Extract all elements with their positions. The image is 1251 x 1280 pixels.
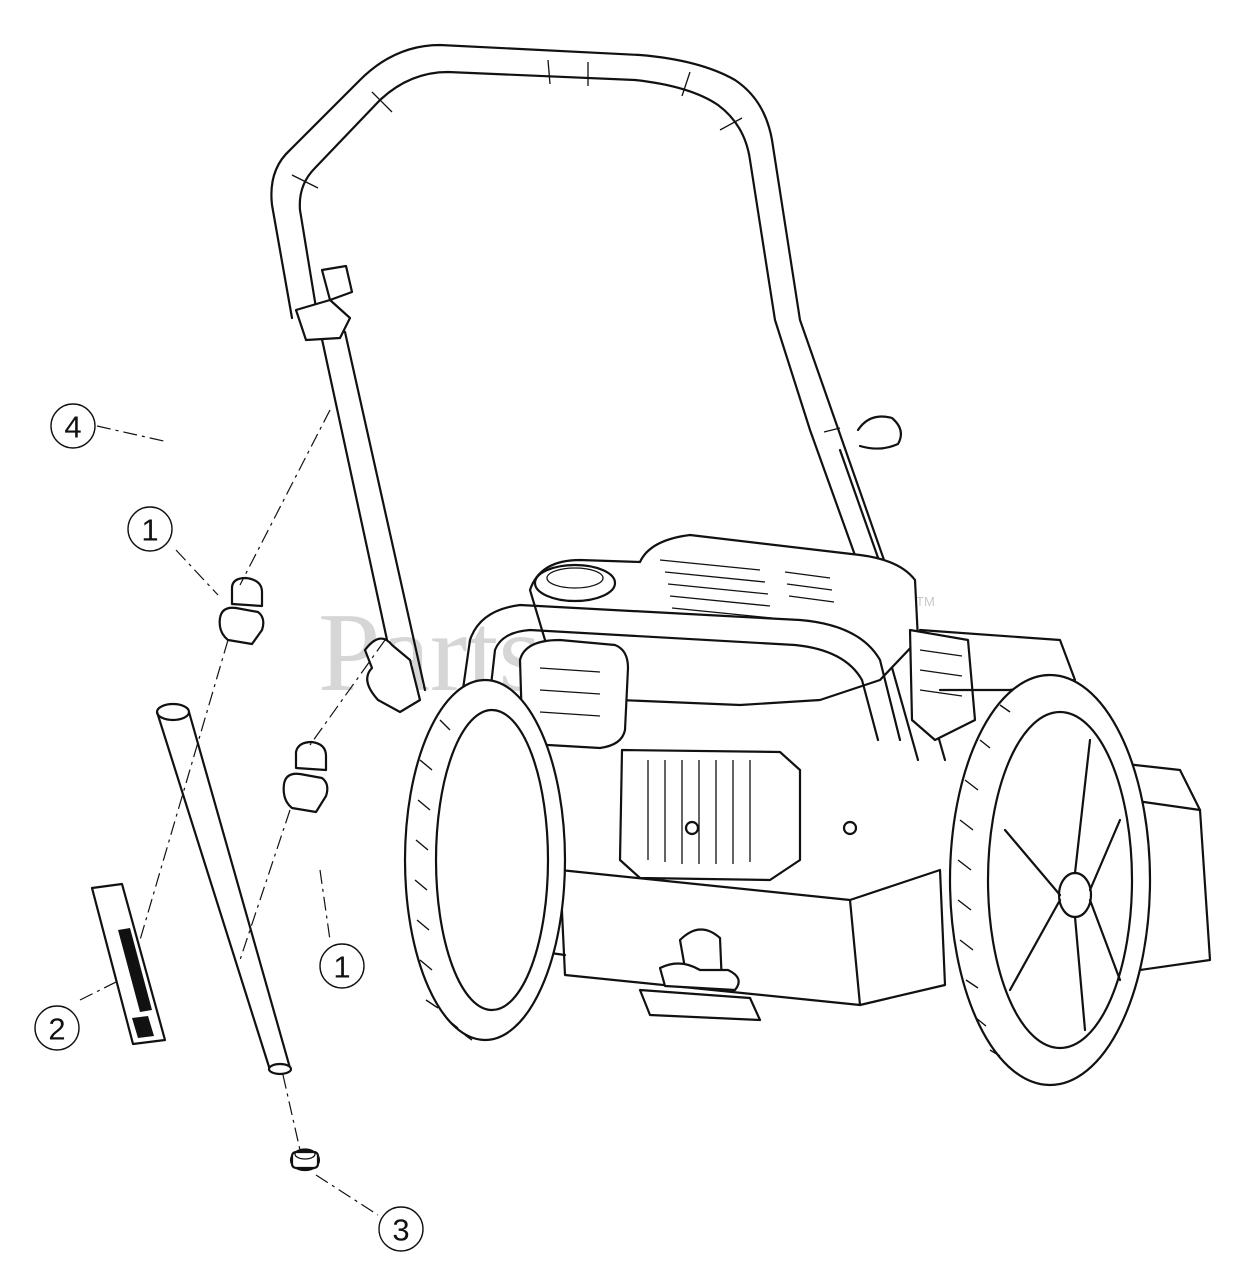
clip-lower <box>282 740 329 814</box>
callout-number: 2 <box>48 1012 65 1047</box>
callout-3: 3 <box>378 1206 424 1252</box>
callout-number: 3 <box>392 1213 409 1248</box>
callout-1-lower: 1 <box>319 943 365 989</box>
right-wheel <box>948 673 1152 1087</box>
callout-number: 1 <box>141 513 158 548</box>
leader-lines <box>79 409 386 1216</box>
plug <box>289 1148 321 1172</box>
callout-1-upper: 1 <box>127 506 173 552</box>
callout-2: 2 <box>34 1005 80 1051</box>
watermark-trademark: TM <box>916 594 935 609</box>
left-wheel <box>403 678 567 1042</box>
engine <box>458 533 977 882</box>
callout-4: 4 <box>50 403 96 449</box>
decal <box>90 882 167 1046</box>
handle-assembly <box>270 43 947 762</box>
callout-circle <box>34 1005 80 1051</box>
callout-circle <box>50 403 96 449</box>
callout-number: 4 <box>64 410 81 445</box>
exploded-parts <box>90 576 329 1172</box>
tube <box>155 702 293 1076</box>
callout-circle <box>127 506 173 552</box>
callout-circle <box>378 1206 424 1252</box>
clip-upper <box>218 576 265 646</box>
deck-frame <box>488 628 1212 1022</box>
callout-circle <box>319 943 365 989</box>
callout-number: 1 <box>333 950 350 985</box>
